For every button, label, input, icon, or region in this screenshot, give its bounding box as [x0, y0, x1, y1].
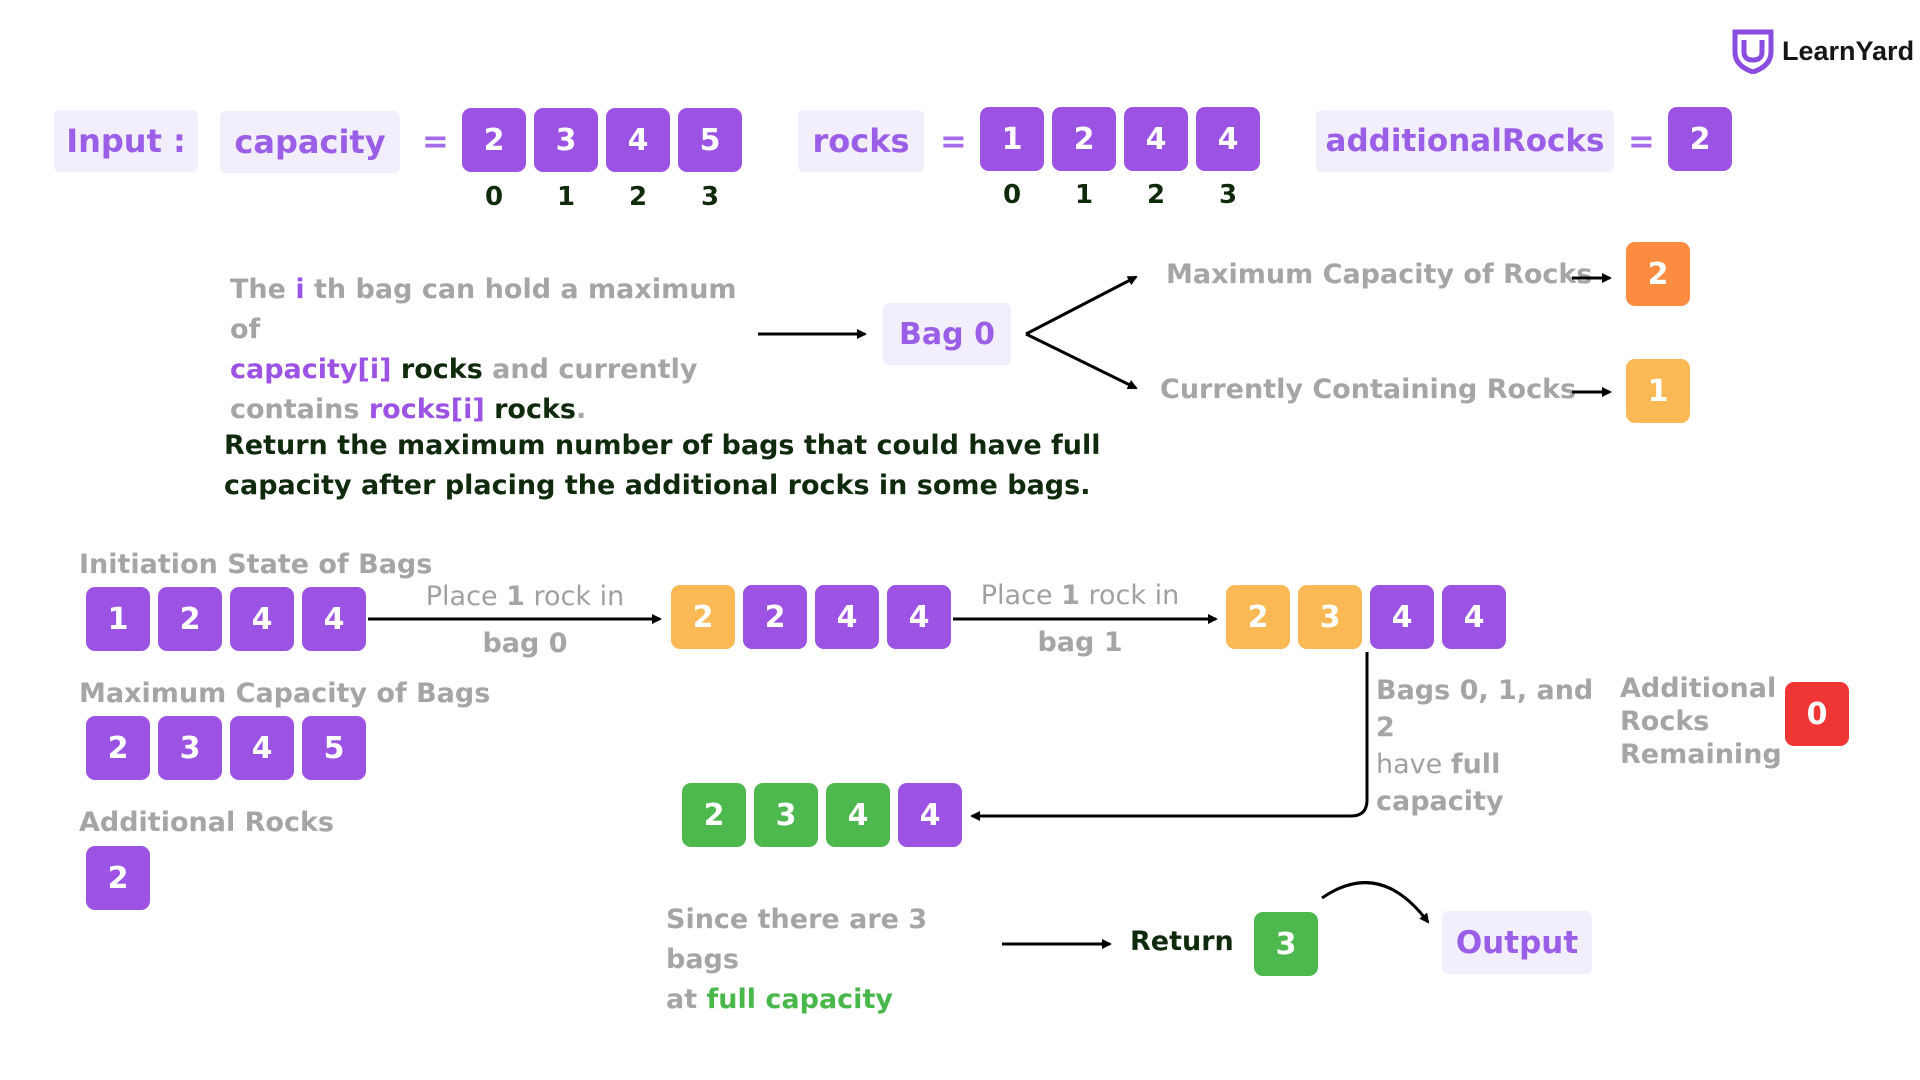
- input-label: Input :: [54, 110, 198, 172]
- return-value: 3: [1254, 912, 1318, 976]
- additional-rocks-label: additionalRocks: [1316, 110, 1614, 172]
- full-capacity-note: Bags 0, 1, and 2 have full capacity: [1376, 675, 1594, 817]
- capacity-cell: 4: [606, 108, 670, 172]
- max-capacity-rocks-label: Maximum Capacity of Rocks: [1166, 259, 1593, 290]
- containing-rocks-value: 1: [1626, 359, 1690, 423]
- max-capacity-bag: 3: [158, 716, 222, 780]
- step1-bag: 2: [671, 585, 735, 649]
- final-bag: 2: [682, 783, 746, 847]
- additional-remaining-value: 0: [1785, 682, 1849, 746]
- initial-state-title: Initiation State of Bags: [79, 549, 433, 580]
- step2-bottom-label: bag 1: [1037, 627, 1123, 658]
- rocks-index: 3: [1218, 180, 1238, 210]
- capacity-index: 3: [700, 182, 720, 212]
- step2-top-label: Place 1 rock in: [980, 580, 1180, 611]
- capacity-cell: 5: [678, 108, 742, 172]
- rocks-label: rocks: [798, 110, 924, 172]
- capacity-cell: 2: [462, 108, 526, 172]
- initial-bag: 4: [302, 587, 366, 651]
- max-capacity-bag: 4: [230, 716, 294, 780]
- step2-bag: 4: [1370, 585, 1434, 649]
- bag-0-label: Bag 0: [883, 303, 1011, 365]
- max-capacity-rocks-value: 2: [1626, 242, 1690, 306]
- final-bag: 4: [898, 783, 962, 847]
- max-capacity-bag: 2: [86, 716, 150, 780]
- final-bag: 3: [754, 783, 818, 847]
- initial-bag: 1: [86, 587, 150, 651]
- initial-bag: 2: [158, 587, 222, 651]
- arrow-return-to-output: [1321, 881, 1430, 924]
- since-text: Since there are 3 bags at full capacity: [666, 904, 928, 1015]
- step1-bag: 4: [887, 585, 951, 649]
- brand-name: LearnYard: [1782, 36, 1915, 66]
- arrow-step2-to-final: [970, 652, 1369, 821]
- problem-statement: Return the maximum number of bags that c…: [224, 430, 1101, 501]
- step1-top-label: Place 1 rock in: [425, 581, 625, 612]
- capacity-index: 2: [628, 182, 648, 212]
- additional-remaining-label: Additional Rocks Remaining: [1620, 673, 1782, 770]
- step2-bag: 4: [1442, 585, 1506, 649]
- learnyard-logo: LearnYard: [1732, 26, 1915, 76]
- rocks-index: 1: [1074, 180, 1094, 210]
- step2-bag: 2: [1226, 585, 1290, 649]
- max-capacity-bags-title: Maximum Capacity of Bags: [79, 678, 491, 709]
- step1-bag: 4: [815, 585, 879, 649]
- rocks-index: 2: [1146, 180, 1166, 210]
- step1-bottom-label: bag 0: [482, 628, 568, 659]
- additional-rocks-cell: 2: [1668, 107, 1732, 171]
- output-label: Output: [1442, 911, 1592, 974]
- step2-bag: 3: [1298, 585, 1362, 649]
- additional-rocks-title: Additional Rocks: [79, 807, 334, 838]
- max-capacity-bag: 5: [302, 716, 366, 780]
- capacity-cell: 3: [534, 108, 598, 172]
- return-label: Return: [1130, 926, 1234, 957]
- explanation-text: The i th bag can hold a maximum of capac…: [230, 274, 737, 425]
- capacity-index: 0: [484, 182, 504, 212]
- capacity-label: capacity: [220, 111, 400, 173]
- arrow-bag-to-max-capacity: [1025, 275, 1138, 336]
- additional-equals: =: [1628, 122, 1655, 160]
- rocks-cell: 4: [1196, 107, 1260, 171]
- final-bag: 4: [826, 783, 890, 847]
- rocks-equals: =: [940, 122, 967, 160]
- rocks-cell: 2: [1052, 107, 1116, 171]
- rocks-index: 0: [1002, 180, 1022, 210]
- capacity-index: 1: [556, 182, 576, 212]
- rocks-cell: 4: [1124, 107, 1188, 171]
- arrow-bag-to-containing: [1025, 332, 1138, 390]
- containing-rocks-label: Currently Containing Rocks: [1160, 374, 1577, 405]
- initial-bag: 4: [230, 587, 294, 651]
- capacity-equals: =: [422, 122, 449, 160]
- step1-bag: 2: [743, 585, 807, 649]
- additional-rocks-bag: 2: [86, 846, 150, 910]
- shield-icon: [1732, 29, 1774, 74]
- rocks-cell: 1: [980, 107, 1044, 171]
